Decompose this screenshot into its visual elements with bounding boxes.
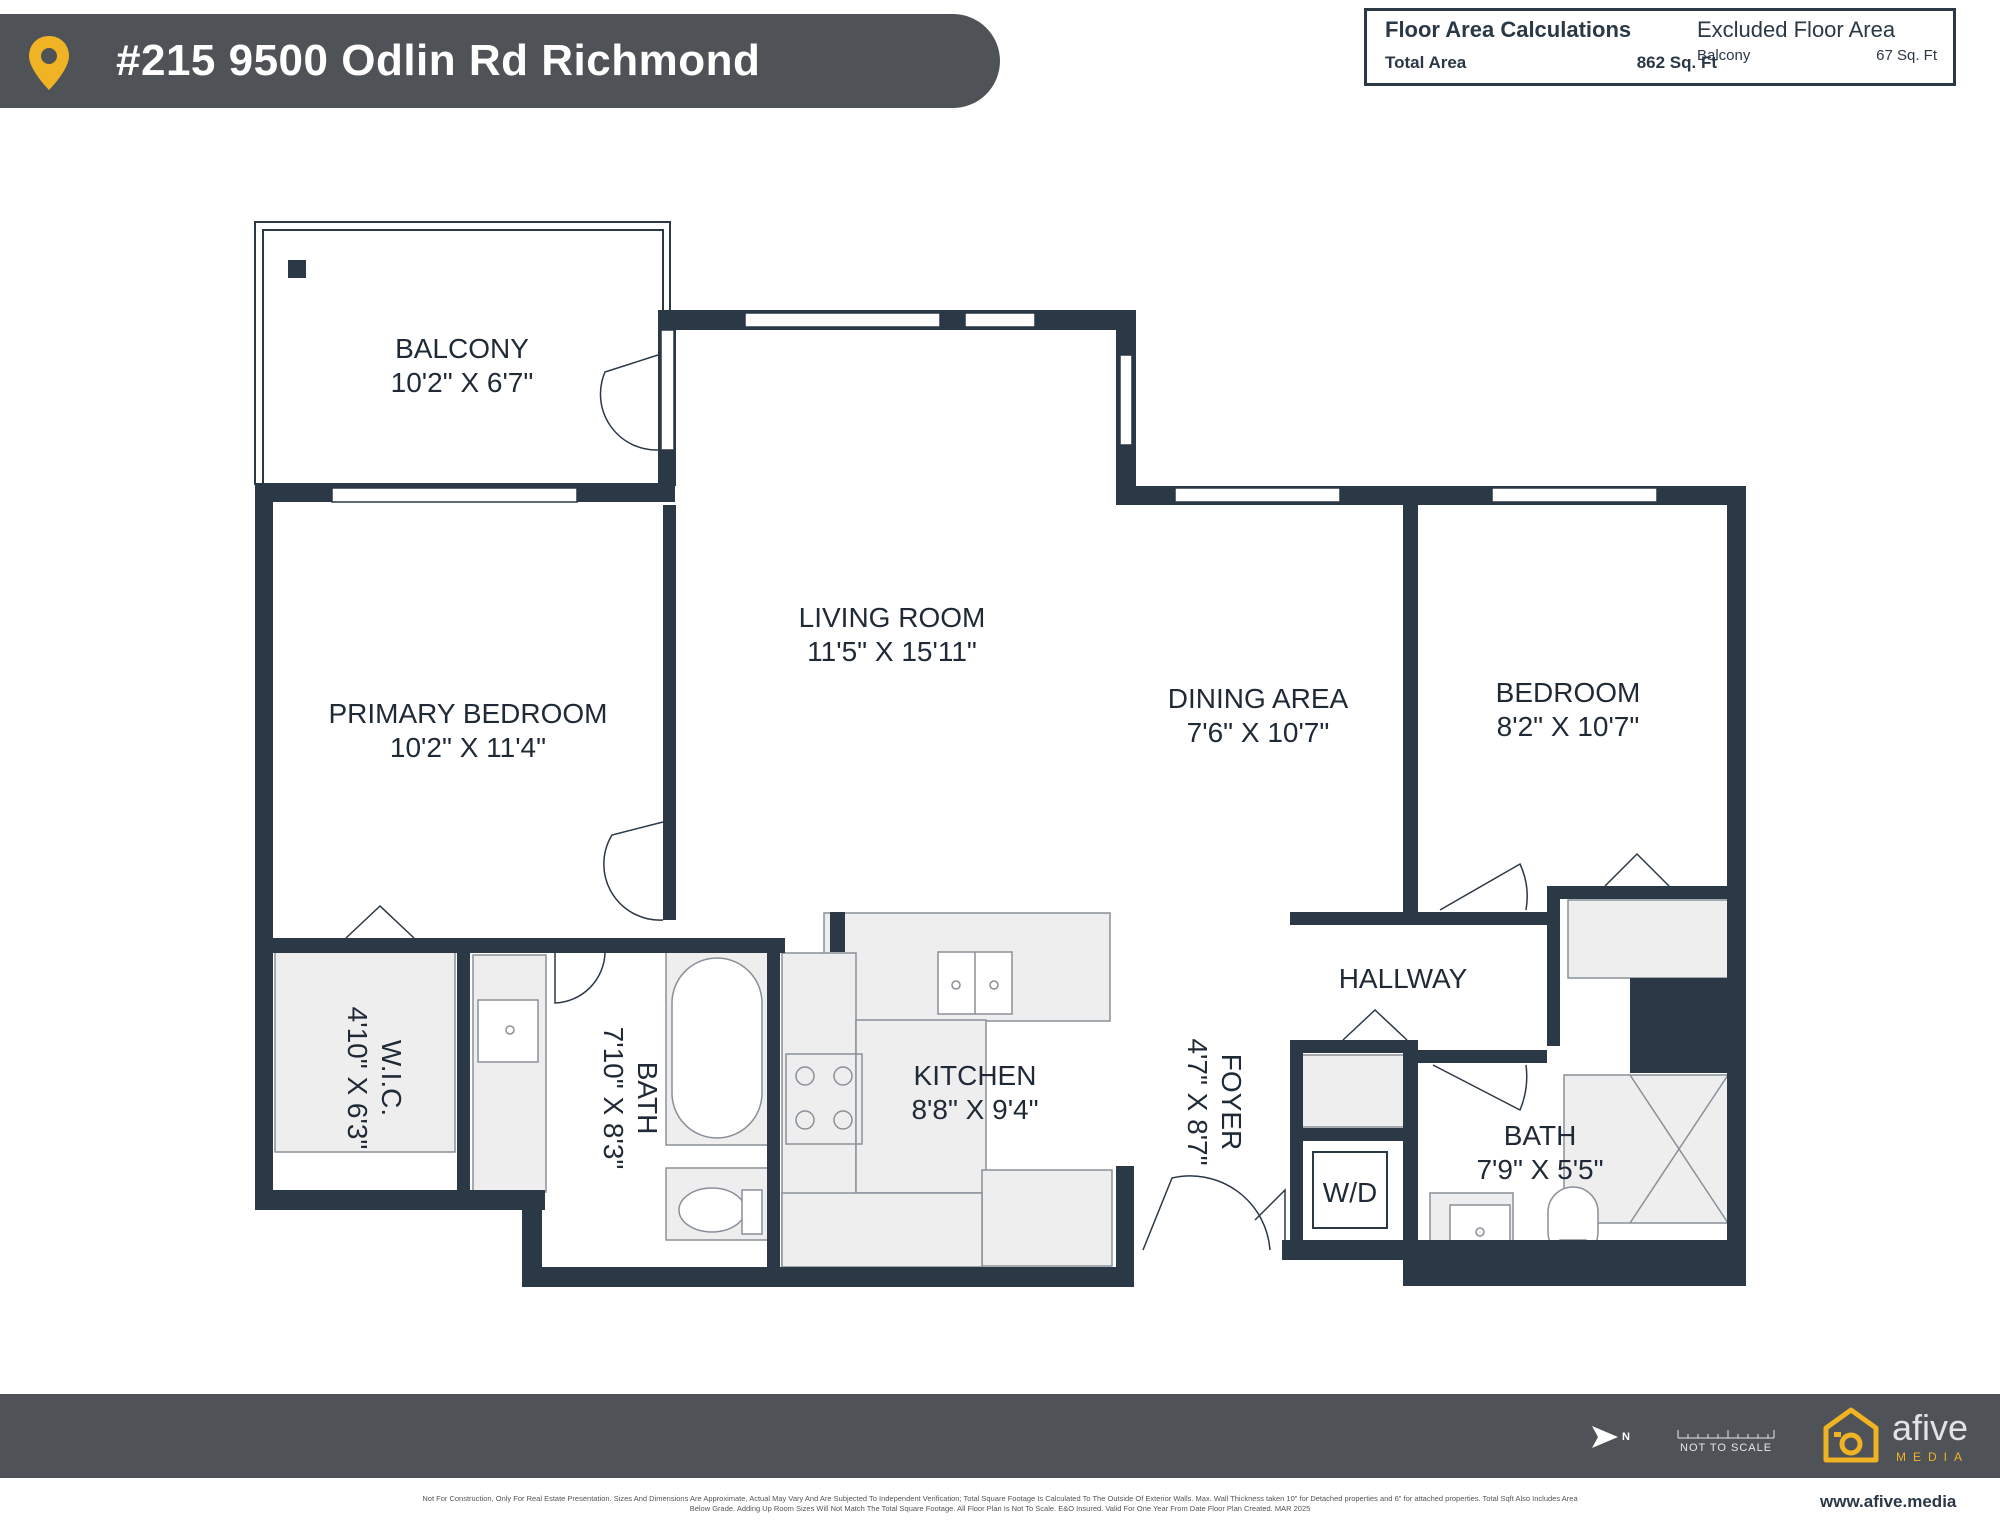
room-dims: 4'10" X 6'3" xyxy=(342,1007,373,1150)
balcony-post-icon xyxy=(288,260,306,278)
room-dims: 8'2" X 10'7" xyxy=(1497,711,1640,742)
room-name: HALLWAY xyxy=(1339,963,1468,994)
north-arrow-icon: N xyxy=(1592,1426,1630,1448)
room-name: W/D xyxy=(1323,1177,1377,1208)
room-name: BATH xyxy=(632,1062,663,1135)
property-address: #215 9500 Odlin Rd Richmond xyxy=(116,36,761,85)
room-dims: 8'8" X 9'4" xyxy=(911,1094,1038,1125)
room-name: DINING AREA xyxy=(1168,683,1349,714)
room-dims: 4'7" X 8'7" xyxy=(1182,1038,1213,1165)
room-foyer: FOYER 4'7" X 8'7" xyxy=(1182,1038,1247,1165)
room-name: BALCONY xyxy=(395,333,529,364)
footer-bar xyxy=(0,1394,2000,1478)
disclaimer-text: Not For Construction, Only For Real Esta… xyxy=(422,1494,1578,1513)
room-dims: 11'5" X 15'11" xyxy=(807,636,977,667)
room-name: BATH xyxy=(1504,1120,1577,1151)
brand-camera-logo-icon xyxy=(1823,1407,1879,1463)
room-hallway: HALLWAY xyxy=(1339,963,1468,994)
website-link[interactable]: www.afive.media xyxy=(1820,1492,1957,1511)
stove-icon xyxy=(785,1053,863,1145)
excluded-area-value: 67 Sq. Ft xyxy=(1876,47,1937,64)
not-to-scale-label: NOT TO SCALE xyxy=(1680,1442,1773,1454)
room-bath-main: BATH 7'10" X 8'3" xyxy=(598,1027,663,1170)
bathtub-icon xyxy=(671,957,763,1139)
shower-icon xyxy=(1629,1074,1729,1224)
brand-name: afive xyxy=(1892,1407,1969,1448)
floor-plan: BALCONY 10'2" X 6'7" LIVING ROOM 11'5" X… xyxy=(254,221,1746,1287)
room-washer-dryer: W/D xyxy=(1312,1151,1388,1229)
doors xyxy=(345,354,1670,1251)
total-area-value: 862 Sq. Ft xyxy=(1636,53,1717,72)
room-dims: 7'9" X 5'5" xyxy=(1476,1154,1603,1185)
room-dining-area: DINING AREA 7'6" X 10'7" xyxy=(1168,683,1349,748)
room-living-room: LIVING ROOM 11'5" X 15'11" xyxy=(799,602,986,667)
room-wic: W.I.C. 4'10" X 6'3" xyxy=(342,1007,407,1150)
room-dims: 10'2" X 11'4" xyxy=(390,732,546,763)
room-balcony: BALCONY 10'2" X 6'7" xyxy=(391,333,534,398)
location-pin-icon xyxy=(29,36,69,90)
excluded-area-item: Balcony xyxy=(1697,47,1751,64)
windows xyxy=(331,312,1658,503)
sink-icons xyxy=(477,951,1511,1261)
room-dims: 7'10" X 8'3" xyxy=(598,1027,629,1170)
room-dims: 7'6" X 10'7" xyxy=(1187,717,1330,748)
scale-bar-icon xyxy=(1677,1430,1775,1439)
room-name: LIVING ROOM xyxy=(799,602,986,633)
area-calc-title: Floor Area Calculations xyxy=(1385,17,1632,42)
north-label: N xyxy=(1622,1431,1630,1443)
address-banner: #215 9500 Odlin Rd Richmond xyxy=(0,14,1000,108)
total-area-label: Total Area xyxy=(1385,53,1467,72)
room-name: FOYER xyxy=(1216,1054,1247,1150)
room-bedroom: BEDROOM 8'2" X 10'7" xyxy=(1496,677,1641,742)
room-primary-bedroom: PRIMARY BEDROOM 10'2" X 11'4" xyxy=(328,698,607,763)
room-name: W.I.C. xyxy=(376,1040,407,1116)
room-name: PRIMARY BEDROOM xyxy=(328,698,607,729)
brand-subtitle: MEDIA xyxy=(1896,1450,1970,1464)
room-kitchen: KITCHEN 8'8" X 9'4" xyxy=(911,1060,1038,1125)
room-dims: 10'2" X 6'7" xyxy=(391,367,534,398)
excluded-area-title: Excluded Floor Area xyxy=(1697,17,1896,42)
room-bath-ensuite: BATH 7'9" X 5'5" xyxy=(1476,1120,1603,1185)
floor-area-calculations: Floor Area Calculations Total Area 862 S… xyxy=(1364,8,1956,86)
room-name: BEDROOM xyxy=(1496,677,1641,708)
room-name: KITCHEN xyxy=(914,1060,1037,1091)
